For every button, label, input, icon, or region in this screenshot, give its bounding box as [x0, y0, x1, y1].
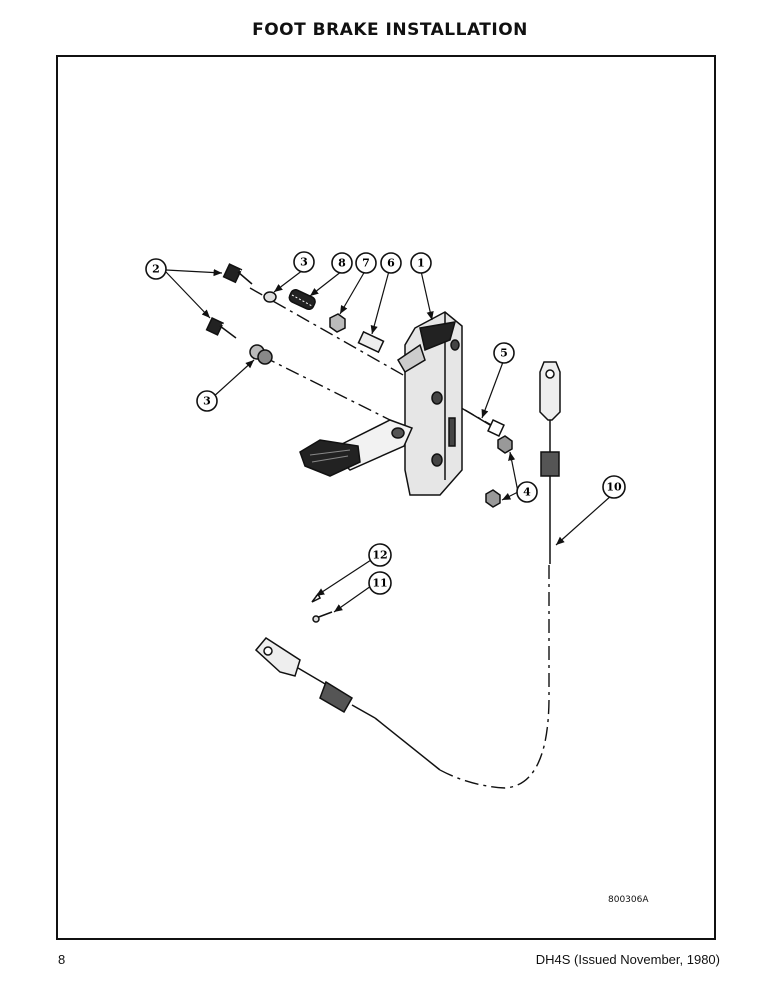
sleeve-part — [357, 330, 385, 354]
svg-text:5: 5 — [500, 347, 508, 360]
axis-line-lower — [261, 355, 391, 421]
svg-text:7: 7 — [362, 257, 370, 270]
svg-text:12: 12 — [372, 549, 387, 562]
bushing-lower — [249, 344, 273, 365]
nut-part-4-upper — [497, 435, 513, 454]
callout-3-lower: 3 — [196, 390, 218, 412]
cotter-pin — [311, 592, 322, 603]
brake-pedal — [299, 343, 426, 477]
bolt-lower — [205, 317, 239, 339]
svg-text:2: 2 — [152, 263, 160, 276]
callout-4: 4 — [516, 481, 538, 503]
svg-text:8: 8 — [338, 257, 346, 270]
illustration-frame — [56, 55, 716, 940]
washer-upper — [263, 291, 277, 303]
axis-line-upper — [249, 287, 501, 431]
callout-1: 1 — [410, 252, 432, 274]
leader-lines — [165, 268, 613, 613]
page-number: 8 — [58, 952, 66, 967]
svg-text:11: 11 — [372, 577, 387, 590]
bolt-part-5 — [464, 409, 505, 437]
callout-2: 2 — [145, 258, 167, 280]
callout-11: 11 — [368, 571, 392, 595]
callout-6: 6 — [380, 252, 402, 274]
page-title: FOOT BRAKE INSTALLATION — [252, 20, 528, 40]
cable-routing-line — [439, 565, 550, 789]
drawing-number: 800306A — [608, 895, 649, 905]
svg-text:4: 4 — [523, 486, 531, 499]
svg-text:3: 3 — [300, 256, 308, 269]
svg-text:1: 1 — [417, 257, 425, 270]
clevis-pin — [312, 611, 333, 623]
nut-part-7 — [329, 313, 346, 333]
cable-upper-end — [539, 361, 561, 564]
callout-10: 10 — [602, 475, 626, 499]
document-reference: DH4S (Issued November, 1980) — [535, 952, 720, 967]
cable-lower-end — [254, 637, 441, 771]
callout-3-upper: 3 — [293, 251, 315, 273]
svg-text:10: 10 — [606, 481, 622, 494]
callout-7: 7 — [355, 252, 377, 274]
spring-part — [288, 289, 316, 311]
svg-text:3: 3 — [203, 395, 211, 408]
callout-5: 5 — [493, 342, 515, 364]
callout-12: 12 — [368, 543, 392, 567]
callout-8: 8 — [331, 252, 353, 274]
bolt-upper — [222, 263, 255, 285]
nut-part-4-lower — [485, 489, 501, 508]
svg-text:6: 6 — [387, 257, 395, 270]
pedal-bracket — [404, 311, 463, 496]
